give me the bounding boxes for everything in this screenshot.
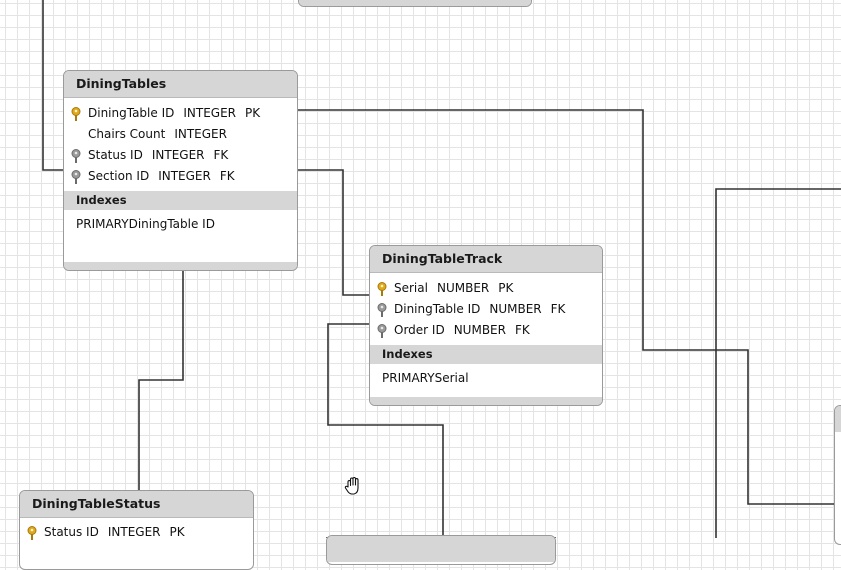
index-row[interactable]: PRIMARYDiningTable ID: [64, 210, 297, 238]
table-title: DiningTableStatus: [20, 491, 253, 518]
column-key: FK: [219, 169, 235, 183]
foreign-key-icon: [377, 324, 387, 338]
column-key: FK: [514, 323, 530, 337]
column-key: PK: [169, 525, 185, 539]
relationship-line: [297, 169, 370, 296]
column-type: NUMBER: [436, 281, 490, 295]
foreign-key-icon: [71, 170, 81, 184]
column-row[interactable]: Serial NUMBER PK: [370, 278, 602, 299]
primary-key-icon: [71, 107, 81, 121]
hand-cursor-icon: [344, 476, 359, 495]
relationship-line: [138, 270, 184, 492]
indexes-header: Indexes: [370, 345, 602, 364]
relationship-line: [715, 188, 841, 538]
primary-key-icon: [377, 282, 387, 296]
column-type: INTEGER: [158, 169, 211, 183]
column-name: DiningTable ID: [88, 106, 175, 120]
column-name: Status ID: [44, 525, 99, 539]
index-name: PRIMARY: [76, 217, 129, 231]
column-name: Serial: [394, 281, 428, 295]
column-key: FK: [550, 302, 566, 316]
column-type: INTEGER: [183, 106, 237, 120]
column-key: FK: [213, 148, 229, 162]
relationship-line: [297, 109, 836, 505]
index-row[interactable]: PRIMARYSerial: [370, 364, 602, 392]
column-type: INTEGER: [151, 148, 205, 162]
column-name: Chairs Count: [88, 127, 166, 141]
index-column: DiningTable ID: [128, 217, 215, 231]
table-footer: [64, 262, 297, 270]
column-row[interactable]: Section ID INTEGER FK: [64, 166, 297, 187]
table-header: [835, 406, 841, 432]
column-row[interactable]: Status ID INTEGER FK: [64, 145, 297, 166]
partial-table-top[interactable]: [298, 0, 532, 7]
table-dining-tables[interactable]: DiningTables DiningTable ID INTEGER PK Cha…: [63, 70, 298, 271]
column-row[interactable]: DiningTable ID INTEGER PK: [64, 103, 297, 124]
index-name: PRIMARY: [382, 371, 435, 385]
column-row[interactable]: Status ID INTEGER PK: [20, 522, 253, 543]
table-header: [327, 536, 555, 562]
column-row[interactable]: DiningTable ID NUMBER FK: [370, 299, 602, 320]
column-type: NUMBER: [489, 302, 542, 316]
table-footer: [370, 397, 602, 405]
column-type: INTEGER: [107, 525, 161, 539]
table-title: DiningTables: [64, 71, 297, 98]
primary-key-icon: [27, 526, 37, 540]
column-name: DiningTable ID: [394, 302, 481, 316]
relationship-lines: [42, 0, 841, 538]
table-title: DiningTableTrack: [370, 246, 602, 273]
partial-table-bottom[interactable]: [326, 535, 556, 565]
column-type: INTEGER: [174, 127, 227, 141]
table-footer: [299, 0, 531, 6]
column-row[interactable]: Order ID NUMBER FK: [370, 320, 602, 341]
foreign-key-icon: [71, 149, 81, 163]
column-row[interactable]: Chairs Count INTEGER: [64, 124, 297, 145]
table-dining-table-status[interactable]: DiningTableStatus Status ID INTEGER PK: [19, 490, 254, 570]
relationship-line: [327, 323, 444, 538]
indexes-header: Indexes: [64, 191, 297, 210]
index-column: Serial: [434, 371, 469, 385]
column-type: NUMBER: [453, 323, 506, 337]
column-name: Section ID: [88, 169, 150, 183]
column-name: Order ID: [394, 323, 445, 337]
column-key: PK: [245, 106, 261, 120]
relationship-line: [42, 0, 64, 171]
partial-table-right[interactable]: [834, 405, 841, 545]
column-key: PK: [498, 281, 514, 295]
column-name: Status ID: [88, 148, 143, 162]
foreign-key-icon: [377, 303, 387, 317]
